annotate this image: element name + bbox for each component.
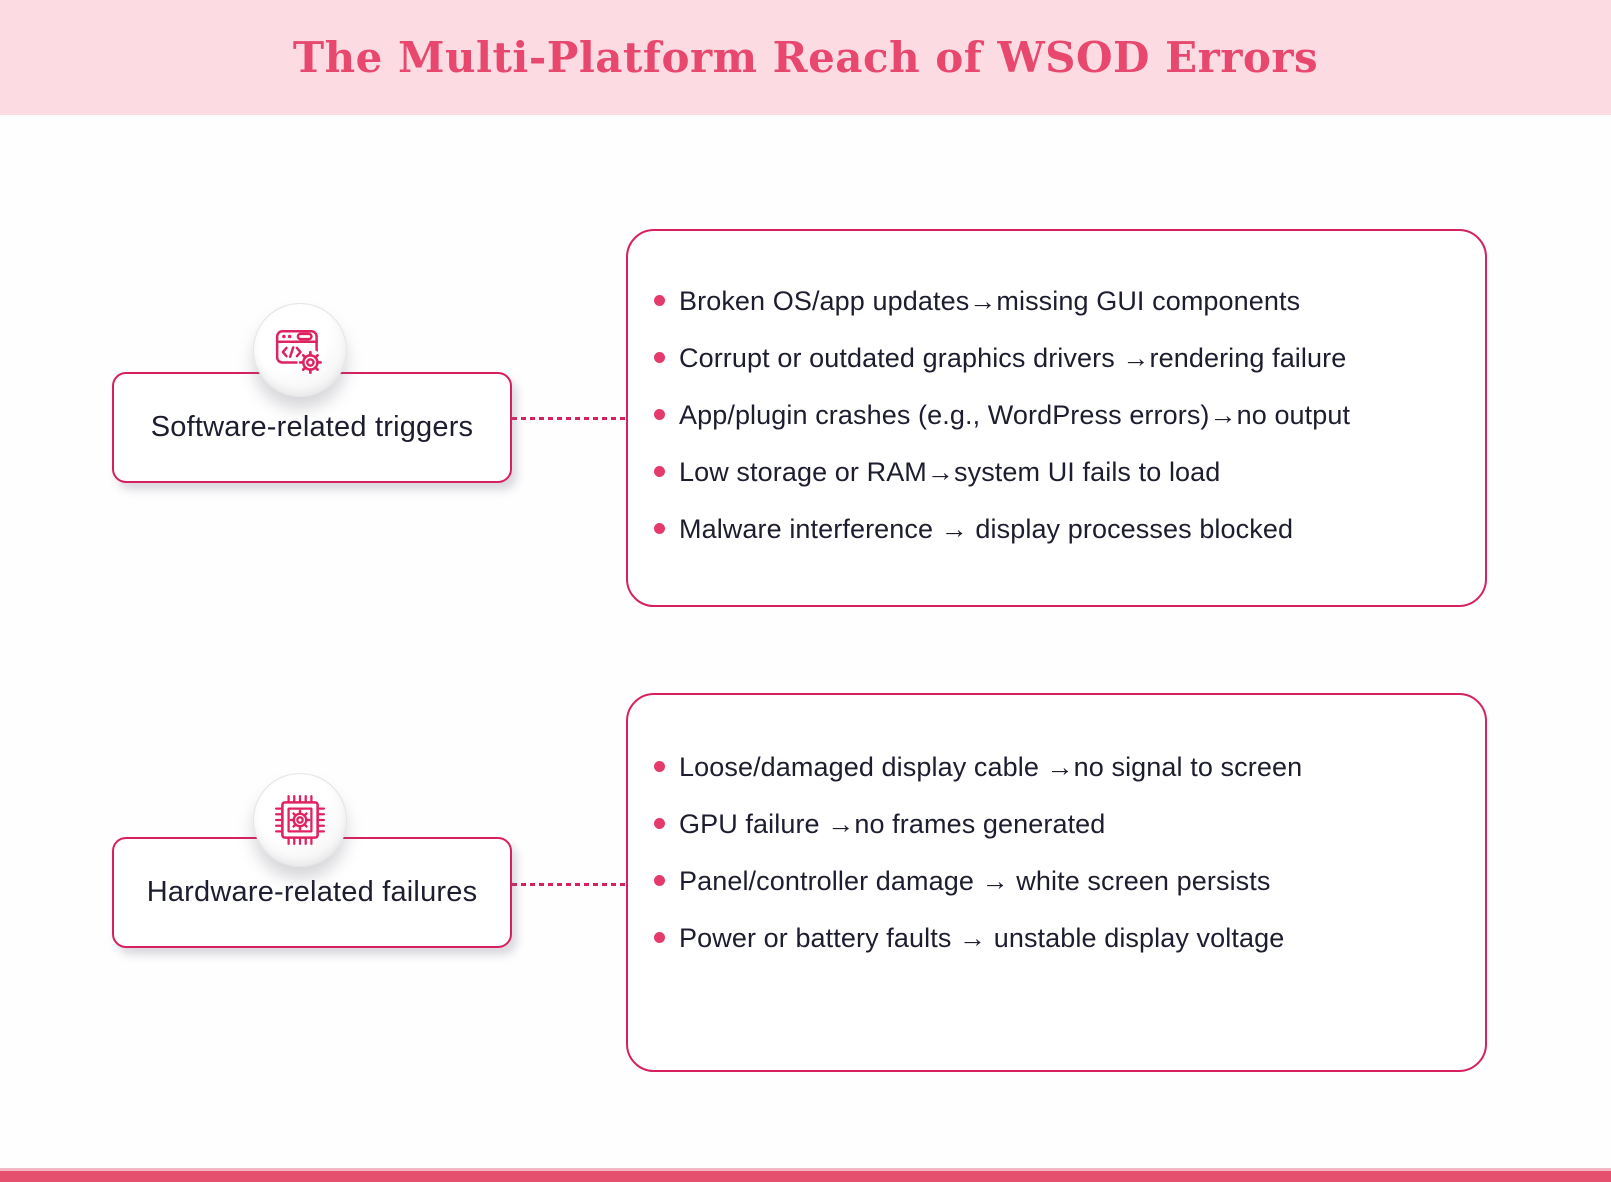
list-item-text: Power or battery faults → unstable displ…: [679, 923, 1285, 953]
list-item-text: Malware interference → display processes…: [679, 514, 1294, 544]
bullet-dot: [654, 932, 665, 943]
list-item: Malware interference → display processes…: [654, 513, 1455, 545]
page-title: The Multi-Platform Reach of WSOD Errors: [292, 33, 1319, 82]
section-label: Software-related triggers: [150, 411, 474, 443]
list-item: Corrupt or outdated graphics drivers →re…: [654, 342, 1455, 374]
bullet-dot: [654, 466, 665, 477]
footer-accent-bar: [0, 1168, 1611, 1182]
software-items-box: Broken OS/app updates→missing GUI compon…: [626, 229, 1487, 607]
list-item-text: Low storage or RAM→system UI fails to lo…: [679, 457, 1221, 487]
list-item-text: App/plugin crashes (e.g., WordPress erro…: [679, 400, 1351, 430]
bullet-dot: [654, 761, 665, 772]
list-item: Power or battery faults → unstable displ…: [654, 922, 1455, 954]
list-item: Panel/controller damage → white screen p…: [654, 865, 1455, 897]
dotted-connector: [512, 417, 626, 420]
list-item-text: Corrupt or outdated graphics drivers →re…: [679, 343, 1347, 373]
software-icon-badge: [253, 303, 347, 397]
bullet-dot: [654, 818, 665, 829]
bullet-dot: [654, 523, 665, 534]
hardware-items-list: Loose/damaged display cable →no signal t…: [654, 751, 1455, 954]
list-item-text: Loose/damaged display cable →no signal t…: [679, 752, 1303, 782]
header-band: The Multi-Platform Reach of WSOD Errors: [0, 0, 1611, 115]
hardware-items-box: Loose/damaged display cable →no signal t…: [626, 693, 1487, 1072]
list-item-text: Panel/controller damage → white screen p…: [679, 866, 1271, 896]
dotted-connector: [512, 883, 626, 886]
section-label: Hardware-related failures: [146, 876, 478, 908]
cpu-chip-gear-icon: [275, 795, 325, 845]
software-items-list: Broken OS/app updates→missing GUI compon…: [654, 285, 1455, 545]
software-label-box: Software-related triggers: [112, 372, 512, 483]
bullet-dot: [654, 875, 665, 886]
bullet-dot: [654, 409, 665, 420]
bullet-dot: [654, 352, 665, 363]
hardware-icon-badge: [253, 773, 347, 867]
list-item: Low storage or RAM→system UI fails to lo…: [654, 456, 1455, 488]
list-item: Broken OS/app updates→missing GUI compon…: [654, 285, 1455, 317]
list-item: Loose/damaged display cable →no signal t…: [654, 751, 1455, 783]
list-item-text: GPU failure →no frames generated: [679, 809, 1106, 839]
browser-code-gear-icon: [275, 330, 324, 376]
list-item: GPU failure →no frames generated: [654, 808, 1455, 840]
list-item: App/plugin crashes (e.g., WordPress erro…: [654, 399, 1455, 431]
bullet-dot: [654, 295, 665, 306]
list-item-text: Broken OS/app updates→missing GUI compon…: [679, 286, 1301, 316]
